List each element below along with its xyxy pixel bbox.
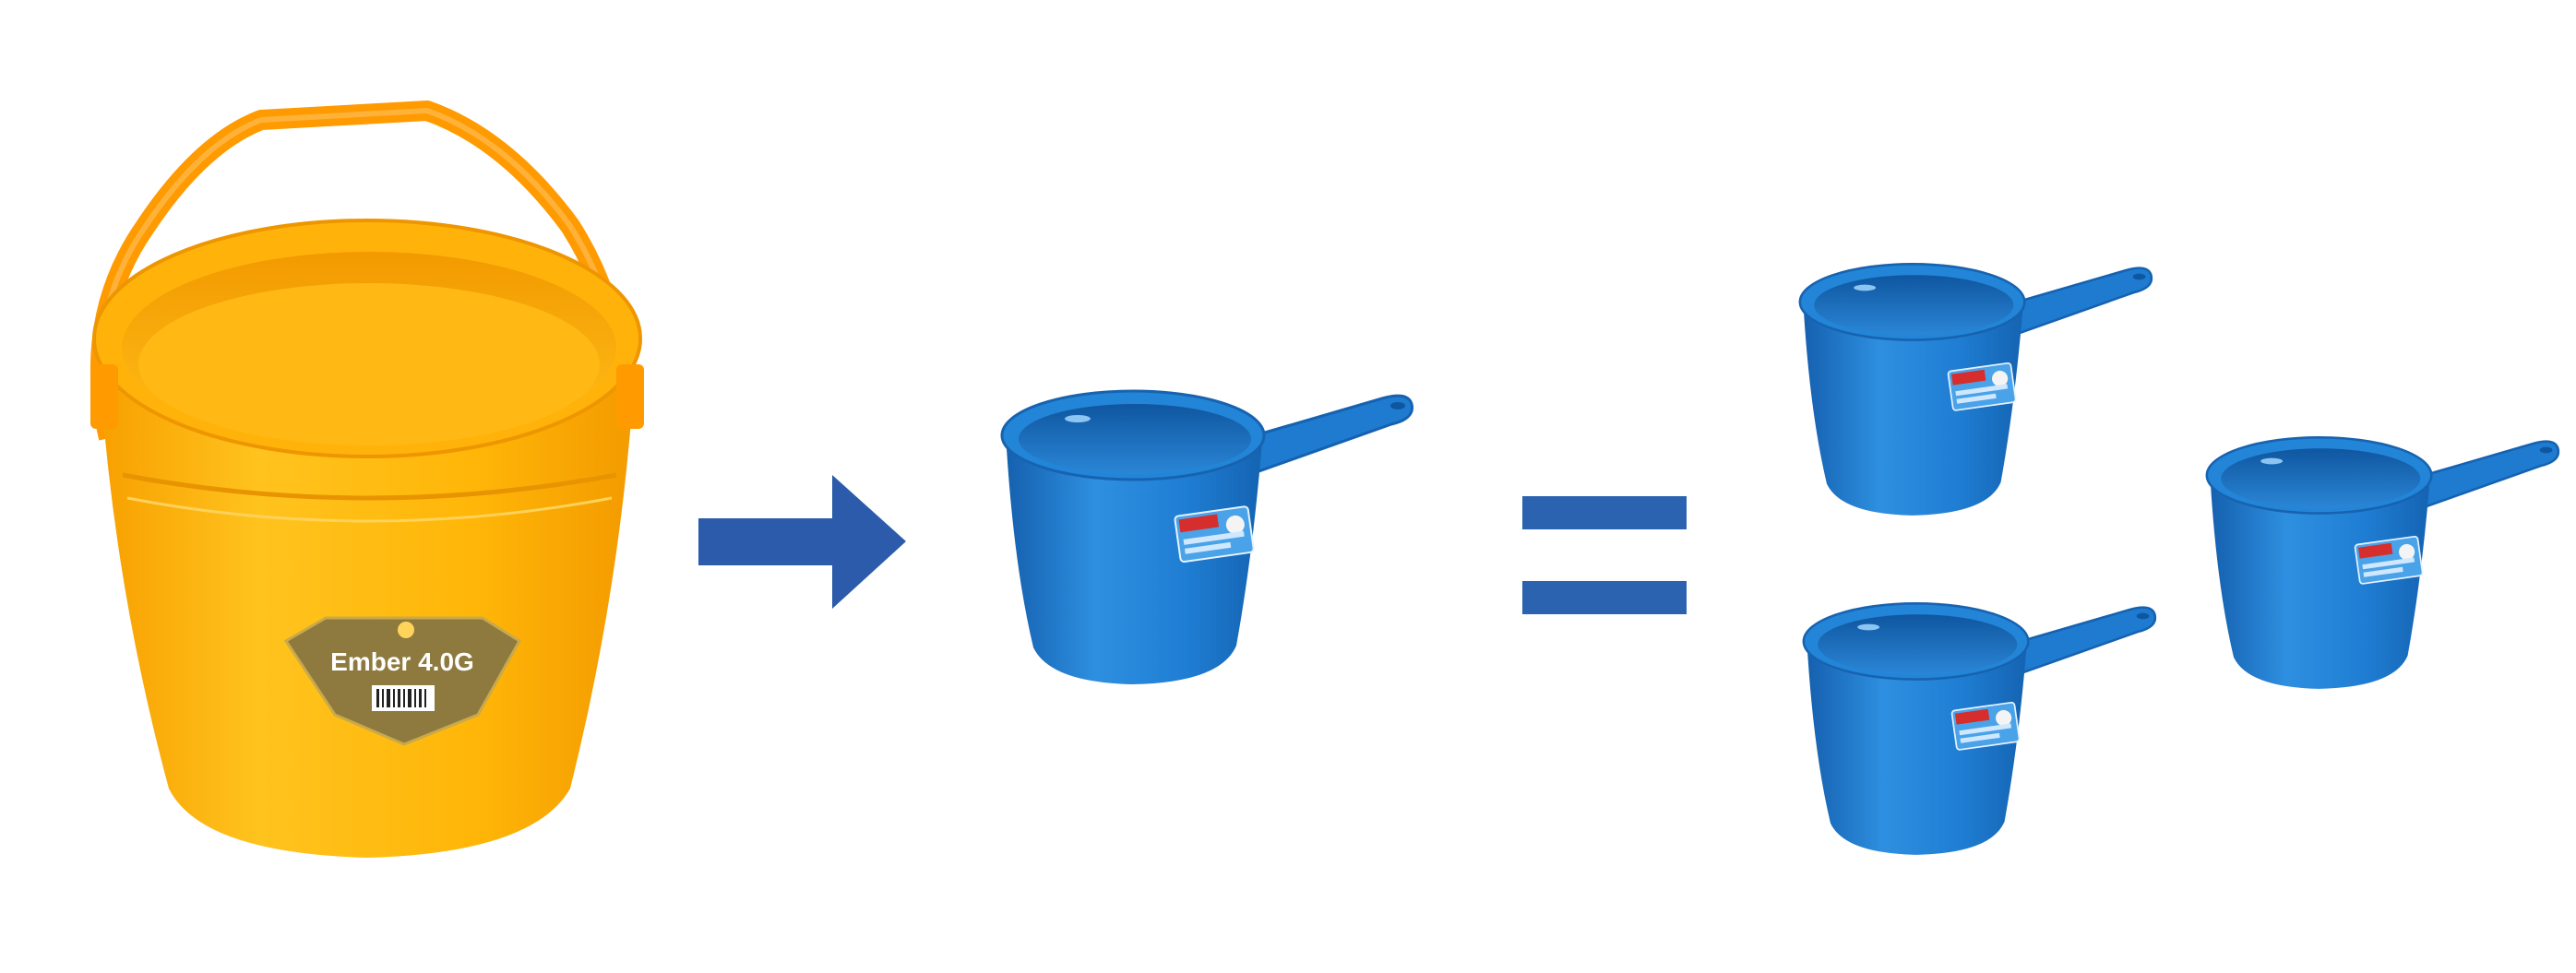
yellow-bucket-image: Ember 4.0G [72,88,699,862]
bucket-label-text: Ember 4.0G [330,647,474,676]
bucket-label: Ember 4.0G [283,616,522,746]
blue-water-dipper-image [1794,251,2153,524]
blue-water-dipper-image [995,378,1414,692]
blue-water-dipper-image [1797,590,2157,863]
equals-sign-icon [1522,496,1687,614]
right-arrow-icon [698,475,906,609]
blue-water-dipper-image [2200,424,2560,697]
